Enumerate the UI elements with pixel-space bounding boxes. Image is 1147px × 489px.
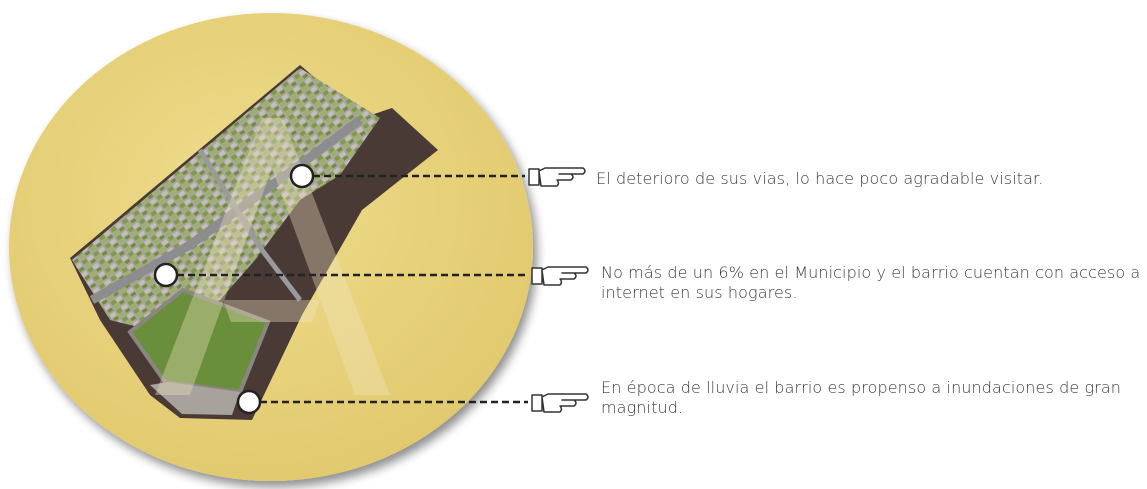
pointing-hand-icon bbox=[531, 266, 589, 286]
marker-3 bbox=[236, 389, 262, 415]
marker-2 bbox=[153, 262, 179, 288]
marker-1 bbox=[289, 163, 315, 189]
annotation-road-deterioration: El deterioro de sus vias, lo hace poco a… bbox=[596, 169, 1044, 188]
neighborhood-map bbox=[70, 65, 438, 420]
lower-blocks bbox=[150, 382, 240, 415]
park-border bbox=[127, 287, 271, 395]
annotation-flooding: En época de lluvia el barrio es propenso… bbox=[601, 378, 1122, 417]
park-area bbox=[130, 290, 268, 392]
watermark-letter bbox=[155, 118, 390, 395]
main-road bbox=[89, 116, 363, 304]
cross-road bbox=[197, 148, 302, 302]
annotation-internet-access: No más de un 6% en el Municipio y el bar… bbox=[601, 263, 1141, 302]
pointing-hand-icon bbox=[531, 393, 589, 413]
pointing-hand-icon bbox=[528, 167, 586, 187]
